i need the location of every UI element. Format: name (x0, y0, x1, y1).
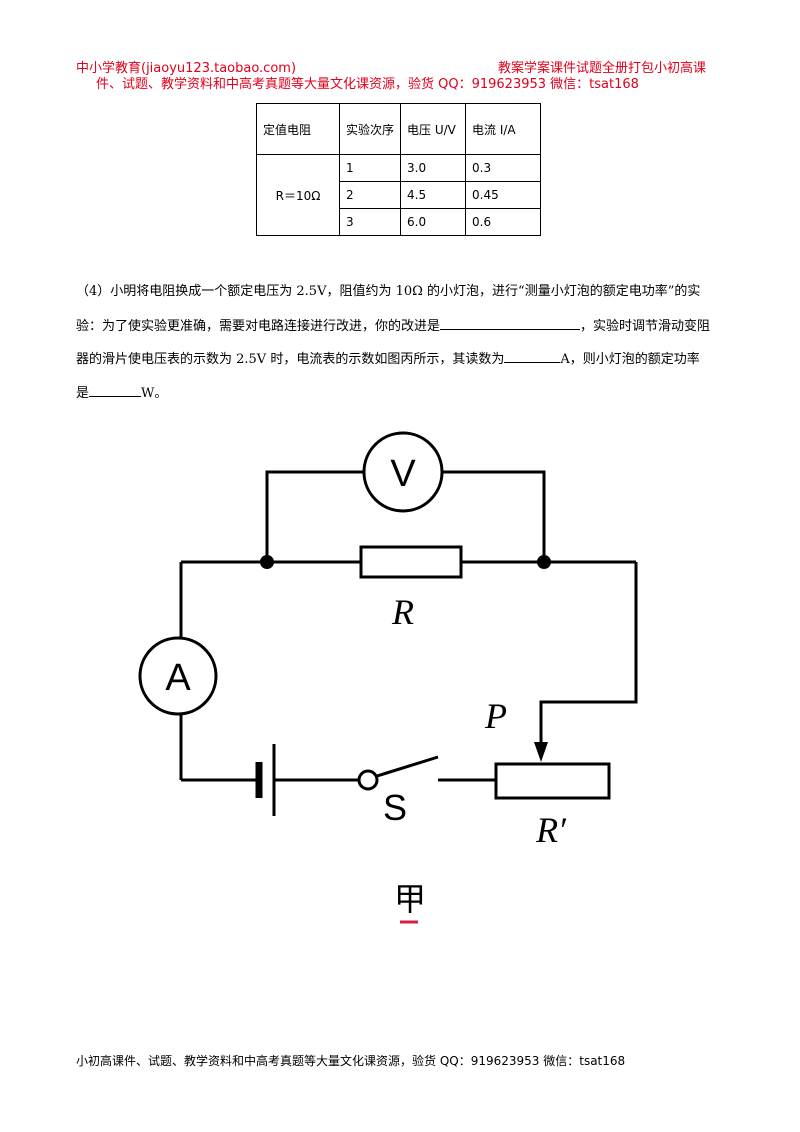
rheostat (494, 762, 611, 800)
question-text: 器的滑片使电压表的示数为 2.5V 时，电流表的示数如图丙所示，其读数为 (76, 352, 505, 367)
question-line-2: 验：为了使实验更准确，需要对电路连接进行改进，你的改进是 ，实验时调节滑动变阻 (76, 317, 710, 335)
header-shop-name: 中小学教育(jiaoyu123.taobao.com) (76, 61, 297, 76)
question-text: 验：为了使实验更准确，需要对电路连接进行改进，你的改进是 (76, 319, 441, 334)
header-ad-line2: 件、试题、教学资料和中高考真题等大量文化课资源，验货 QQ：919623953 … (96, 77, 639, 92)
junction-dot (260, 555, 274, 569)
resistor-cell: R＝10Ω (256, 154, 340, 236)
slider-label: P (484, 696, 507, 736)
slider-arrow-icon (534, 742, 548, 762)
circuit-diagram: V R A S P R′ 甲 (138, 431, 638, 924)
question-text: 是 (76, 386, 90, 401)
table-row: R＝10Ω 1 3.0 0.3 (256, 154, 541, 236)
data-table: 定值电阻 实验次序 电压 U/V 电流 I/A R＝10Ω 1 3.0 0.3 … (256, 103, 541, 236)
question-line-1: （4）小明将电阻换成一个额定电压为 2.5V，阻值约为 10Ω 的小灯泡，进行“… (76, 284, 701, 299)
table-header-cell: 实验次序 (339, 103, 401, 155)
table-cell: 0.3 (465, 154, 541, 182)
table-cell: 3.0 (400, 154, 466, 182)
resistor-r-label: R (391, 592, 414, 632)
resistor-r (359, 545, 463, 579)
answer-blank-improvement[interactable] (440, 317, 581, 330)
table-cell: 4.5 (400, 181, 466, 209)
switch-label: S (383, 787, 407, 828)
table-header-cell: 电流 I/A (465, 103, 541, 155)
table-cell: 0.6 (465, 208, 541, 236)
table-cell: 3 (339, 208, 401, 236)
question-line-3: 器的滑片使电压表的示数为 2.5V 时，电流表的示数如图丙所示，其读数为 A，则小… (76, 350, 700, 368)
switch-pivot (357, 769, 379, 791)
ammeter (138, 636, 218, 716)
table-header-cell: 电压 U/V (400, 103, 466, 155)
table-cell: 1 (339, 154, 401, 182)
table-cell: 0.45 (465, 181, 541, 209)
rheostat-label: R′ (535, 810, 567, 850)
figure-caption: 甲 (394, 880, 426, 918)
switch-lever (376, 755, 439, 778)
question-text: W。 (141, 386, 168, 401)
header-ad-text: 教案学案课件试题全册打包小初高课 (498, 61, 707, 76)
question-text: ，实验时调节滑动变阻 (580, 319, 711, 334)
voltmeter-label: V (390, 453, 416, 495)
voltmeter (362, 431, 444, 513)
table-cell: 6.0 (400, 208, 466, 236)
ammeter-label: A (165, 657, 191, 699)
answer-blank-current[interactable] (504, 350, 561, 363)
table-row: 3 6.0 0.6 (257, 208, 541, 236)
junction-dot (537, 555, 551, 569)
question-text: A，则小灯泡的额定功率 (560, 352, 700, 367)
table-header-cell: 定值电阻 (256, 103, 340, 155)
table-row: 2 4.5 0.45 (257, 181, 541, 209)
table-header-row: 定值电阻 实验次序 电压 U/V 电流 I/A (256, 103, 541, 155)
footer-text: 小初高课件、试题、教学资料和中高考真题等大量文化课资源，验货 QQ：919623… (76, 1054, 626, 1068)
table-cell: 2 (339, 181, 401, 209)
answer-blank-power[interactable] (89, 384, 142, 397)
question-line-4: 是 W。 (76, 384, 167, 402)
circuit-wires (179, 470, 638, 782)
